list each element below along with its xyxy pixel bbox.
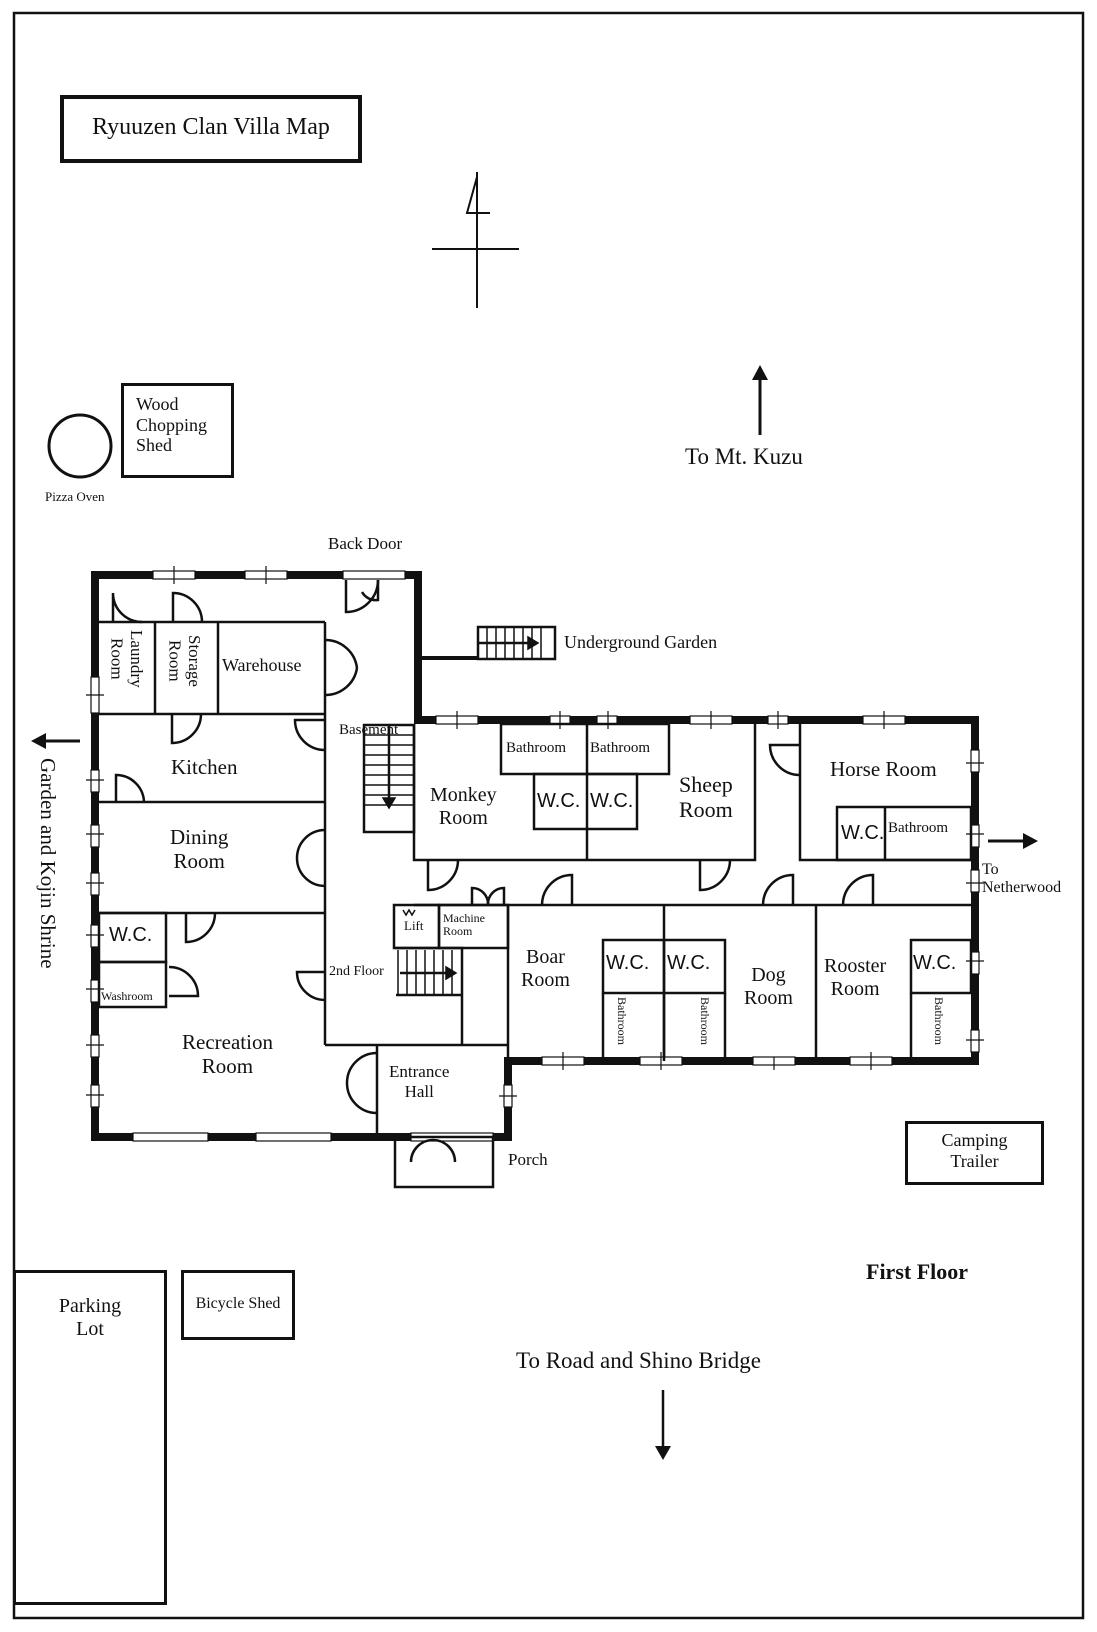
direction-east: Netherwood bbox=[982, 879, 1062, 897]
rooster-label: Room bbox=[830, 978, 880, 1000]
dining-label: Dining bbox=[170, 825, 229, 849]
wood-shed-label: Chopping bbox=[136, 414, 208, 435]
windows bbox=[86, 566, 984, 1142]
door-swings bbox=[111, 579, 875, 1163]
room-wc[interactable]: W.C. bbox=[841, 822, 885, 844]
room-lift[interactable]: Lift bbox=[404, 918, 424, 933]
camping-trailer-label: Trailer bbox=[950, 1150, 999, 1171]
room-washroom[interactable]: Washroom bbox=[101, 989, 153, 1003]
exterior-walls bbox=[91, 571, 979, 1141]
recreation-label: Recreation bbox=[182, 1030, 273, 1054]
camping-trailer-label: Camping bbox=[941, 1130, 1008, 1150]
direction-north: To Mt. Kuzu bbox=[685, 444, 803, 469]
room-warehouse[interactable]: Warehouse bbox=[222, 655, 302, 675]
dog-label: Room bbox=[744, 987, 793, 1009]
room-bathroom[interactable]: Bathroom bbox=[931, 997, 946, 1045]
room-bathroom[interactable]: Bathroom bbox=[697, 997, 712, 1045]
room-bathroom[interactable]: Bathroom bbox=[888, 820, 948, 836]
room-horse[interactable]: Horse Room bbox=[830, 757, 937, 781]
interior-walls bbox=[97, 620, 973, 1189]
arrow-south-icon bbox=[655, 1390, 671, 1460]
entrance-label: Hall bbox=[404, 1081, 434, 1101]
back-door-label[interactable]: Back Door bbox=[328, 534, 403, 553]
laundry-label: Room bbox=[107, 638, 127, 680]
room-wc[interactable]: W.C. bbox=[537, 790, 581, 812]
underground-garden-label[interactable]: Underground Garden bbox=[564, 632, 718, 652]
direction-west: Garden and Kojin Shrine bbox=[36, 758, 61, 969]
map-border bbox=[12, 11, 1085, 1620]
title-box: Ryuuzen Clan Villa Map bbox=[60, 95, 362, 163]
wood-chopping-shed[interactable]: Wood Chopping Shed bbox=[121, 383, 234, 478]
pizza-oven-icon bbox=[47, 413, 113, 479]
laundry-label: Laundry bbox=[127, 630, 147, 688]
recreation-label: Room bbox=[201, 1054, 254, 1079]
wood-shed-label: Shed bbox=[136, 435, 172, 456]
storage-label: Storage bbox=[185, 635, 205, 687]
room-kitchen[interactable]: Kitchen bbox=[171, 755, 238, 779]
north-compass-icon bbox=[432, 172, 519, 308]
bicycle-shed-label: Bicycle Shed bbox=[195, 1295, 281, 1312]
parking-label: Lot bbox=[76, 1318, 104, 1340]
machine-room-label: Machine bbox=[443, 911, 485, 925]
parking-label: Parking bbox=[58, 1295, 122, 1317]
porch-label[interactable]: Porch bbox=[508, 1150, 548, 1169]
stairs-icon bbox=[362, 625, 557, 997]
machine-room-label: Room bbox=[443, 924, 473, 939]
camping-trailer[interactable]: Camping Trailer bbox=[905, 1121, 1044, 1185]
boar-label: Boar bbox=[526, 946, 565, 968]
direction-east: To bbox=[982, 861, 999, 878]
basement-label[interactable]: Basement bbox=[339, 722, 399, 738]
arrow-east-icon bbox=[988, 833, 1038, 849]
room-wc[interactable]: W.C. bbox=[667, 952, 711, 974]
arrow-north-icon bbox=[752, 365, 768, 435]
sheep-label: Room bbox=[679, 797, 733, 823]
boar-label: Room bbox=[521, 969, 570, 991]
monkey-label: Monkey bbox=[430, 784, 497, 806]
lift-icon bbox=[402, 908, 416, 917]
room-wc[interactable]: W.C. bbox=[606, 952, 650, 974]
room-bathroom[interactable]: Bathroom bbox=[614, 997, 629, 1045]
floor-label: First Floor bbox=[866, 1259, 969, 1284]
entrance-label: Entrance bbox=[389, 1062, 450, 1081]
room-wc[interactable]: W.C. bbox=[590, 790, 634, 812]
room-bathroom[interactable]: Bathroom bbox=[590, 740, 650, 756]
room-wc[interactable]: W.C. bbox=[913, 952, 957, 974]
wood-shed-label: Wood bbox=[136, 394, 179, 414]
sheep-label: Sheep bbox=[679, 772, 733, 797]
direction-south: To Road and Shino Bridge bbox=[516, 1348, 761, 1373]
dog-label: Dog bbox=[751, 964, 786, 986]
stairs-2nd-floor-label[interactable]: 2nd Floor bbox=[329, 964, 384, 979]
rooster-label: Rooster bbox=[824, 955, 887, 977]
dining-label: Room bbox=[173, 849, 225, 874]
room-wc[interactable]: W.C. bbox=[109, 924, 153, 946]
pizza-oven-label: Pizza Oven bbox=[45, 489, 105, 504]
parking-lot[interactable]: Parking Lot bbox=[13, 1270, 167, 1605]
bicycle-shed[interactable]: Bicycle Shed bbox=[181, 1270, 295, 1340]
storage-label: Room bbox=[165, 640, 185, 682]
arrow-west-icon bbox=[31, 733, 80, 749]
monkey-label: Room bbox=[438, 807, 488, 829]
room-bathroom[interactable]: Bathroom bbox=[506, 740, 566, 756]
map-title: Ryuuzen Clan Villa Map bbox=[92, 114, 330, 140]
